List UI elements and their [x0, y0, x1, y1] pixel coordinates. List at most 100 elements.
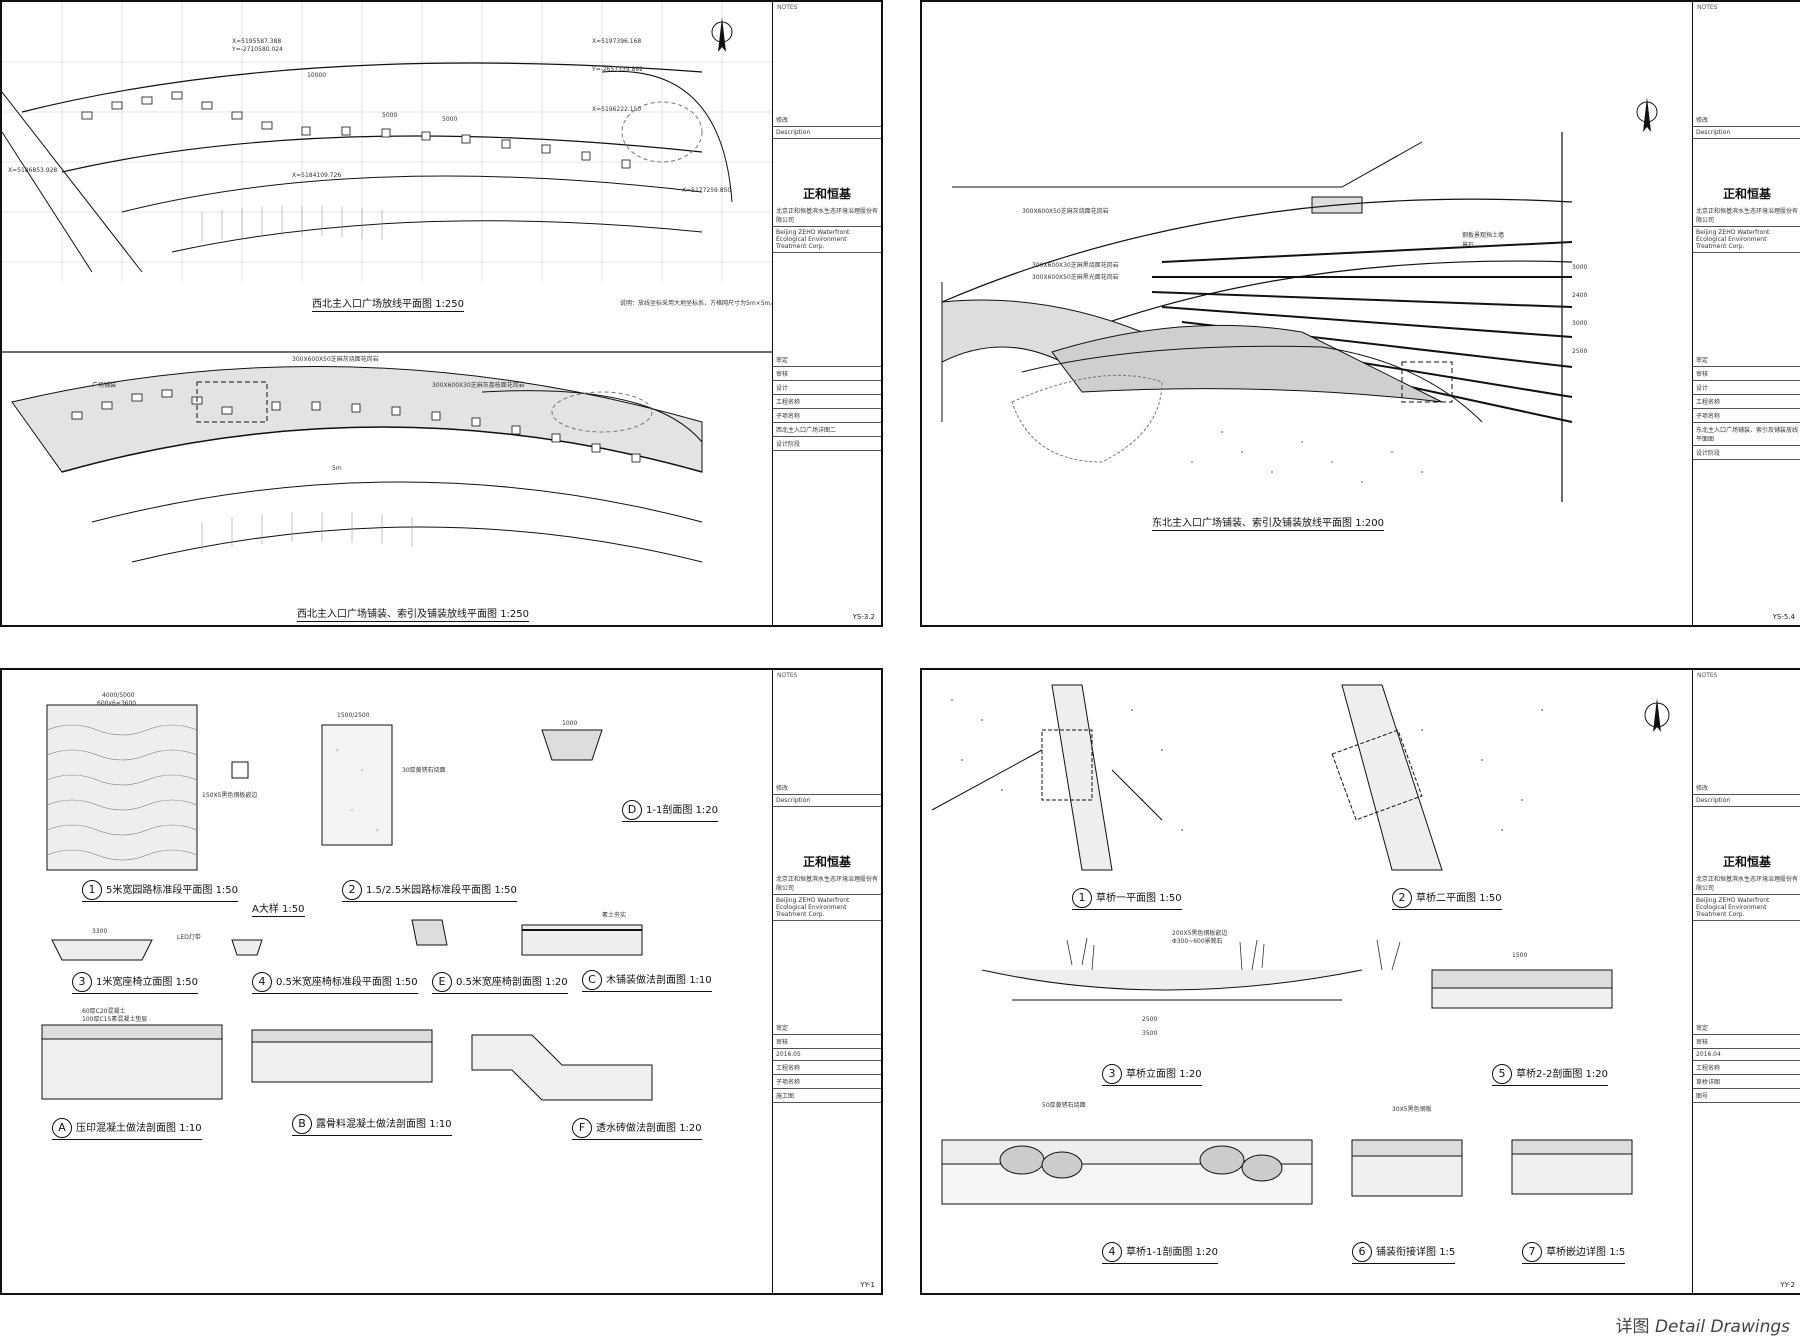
coord-label: X=5197396.168	[592, 38, 642, 45]
ne-plaza-linework	[941, 97, 1658, 502]
drawing-caption: 东北主入口广场铺装、索引及铺装放线平面图 1:200	[1152, 514, 1385, 531]
dimension-label: 600x6=3600	[97, 700, 137, 707]
title-block: NOTES 修改 Description 正和恒基 北京正和恒基滨水生态环境治理…	[772, 670, 881, 1293]
dimension-label: 5000	[442, 116, 458, 123]
drawing-date: 2016.04	[1693, 1049, 1800, 1061]
dimension-label: 1000	[562, 720, 578, 727]
material-callout: 300X600X50芝麻灰烧面花岗岩	[292, 356, 379, 363]
company-name-en: Beijing ZEHO Waterfront Ecological Envir…	[773, 227, 881, 253]
material-callout: 50厚黄锈石烧面	[1042, 1102, 1086, 1109]
drawing-date: 2016.05	[773, 1049, 881, 1061]
drawing-sheet-grass-bridge: 200X5黑色钢板嵌边 Φ300~600景观石 30X5黑色钢板 50厚黄锈石烧…	[920, 668, 1800, 1295]
drawing-sheet-ne-plaza: 300X600X50芝麻灰烧面花岗岩 300X600X30芝麻黑烧面花岗岩 30…	[920, 0, 1800, 627]
company-name: 北京正和恒基滨水生态环境治理股份有限公司	[773, 872, 881, 895]
material-callout: 300X600X30芝麻黑烧面花岗岩	[1032, 262, 1119, 269]
coord-label: X=5196222.150	[592, 106, 642, 113]
drawing-caption: A大样 1:50	[252, 900, 305, 917]
company-name-en: Beijing ZEHO Waterfront Ecological Envir…	[773, 895, 881, 921]
dimension-label: 1500/2500	[337, 712, 370, 719]
material-callout: 广场铺装	[92, 382, 117, 389]
material-callout: 60厚C20混凝土	[82, 1008, 126, 1015]
material-callout: 300X600X50芝麻灰烧面花岗岩	[1022, 208, 1109, 215]
dimension-label: 5m	[332, 465, 342, 472]
dimension-label: 3000	[1572, 320, 1588, 327]
coord-label: X=5184109.726	[292, 172, 342, 179]
sheet-number: YS-3.2	[852, 613, 875, 621]
north-arrow-icon	[1644, 698, 1670, 732]
material-callout: 30X5黑色钢板	[1392, 1106, 1432, 1113]
material-callout: 200X5黑色钢板嵌边	[1172, 930, 1228, 937]
sheet-number: YY-1	[860, 1281, 875, 1289]
sheet-number: YY-2	[1780, 1281, 1795, 1289]
material-callout: 30厚黄锈石烧面	[402, 767, 446, 774]
drawing-sheet-nw-plaza: X=5195587.388 Y=-2710580.024 X=5197396.1…	[0, 0, 883, 627]
project-label: 草桥详图	[1693, 1075, 1800, 1089]
material-callout: 300X600X30芝麻灰荔枝面花岗岩	[432, 382, 525, 389]
nw-plaza-linework	[2, 2, 772, 563]
coord-label: Y=-2657339.892	[592, 66, 643, 73]
coord-label: X=5177259.850	[682, 187, 732, 194]
drawing-caption: 西北主入口广场铺装、索引及铺装放线平面图 1:250	[297, 605, 530, 622]
dimension-label: 3000	[1572, 264, 1588, 271]
company-logo: 正和恒基	[1722, 855, 1771, 869]
material-callout: LED灯带	[177, 934, 201, 941]
material-callout: Φ300~600景观石	[1172, 938, 1223, 945]
dimension-label: 4000/5000	[102, 692, 135, 699]
company-logo: 正和恒基	[802, 855, 851, 869]
north-arrow-icon	[1636, 97, 1658, 132]
dimension-label: 2500	[1572, 348, 1588, 355]
dimension-label: 2500	[1142, 1016, 1158, 1023]
material-callout: 景石	[1462, 242, 1475, 249]
company-logo: 正和恒基	[1722, 187, 1771, 201]
title-block: NOTES 修改 Description 正和恒基 北京正和恒基滨水生态环境治理…	[1692, 670, 1800, 1293]
dimension-label: 2400	[1572, 292, 1588, 299]
title-block: NOTES 修改 Description 正和恒基 北京正和恒基滨水生态环境治理…	[1692, 2, 1800, 625]
grass-bridge-linework	[931, 684, 1670, 1205]
coord-label: X=5186853.928	[8, 167, 58, 174]
company-name: 北京正和恒基滨水生态环境治理股份有限公司	[773, 204, 881, 227]
material-callout: 150X5黑色钢板嵌边	[202, 792, 258, 799]
dimension-label: 3300	[92, 928, 108, 935]
coord-label: X=5195587.388	[232, 38, 282, 45]
material-callout: 钢板景观挡土墙	[1462, 232, 1505, 239]
north-arrow-icon	[711, 17, 733, 52]
material-callout: 100厚C15素混凝土垫层	[82, 1016, 148, 1023]
project-label: 西北主入口广场详图二	[773, 423, 881, 437]
dimension-label: 3500	[1142, 1030, 1158, 1037]
company-logo: 正和恒基	[802, 187, 851, 201]
material-callout: 素土夯实	[602, 912, 627, 919]
dimension-label: 10000	[307, 72, 327, 79]
company-name: 北京正和恒基滨水生态环境治理股份有限公司	[1693, 204, 1800, 227]
material-callout: 300X600X50芝麻黑光面花岗岩	[1032, 274, 1119, 281]
page-footer-label: 详图 Detail Drawings	[1615, 1317, 1790, 1337]
project-label: 东北主入口广场铺装、索引及铺装放线平面图	[1693, 423, 1800, 446]
path-details-linework	[41, 704, 653, 1101]
company-name-en: Beijing ZEHO Waterfront Ecological Envir…	[1693, 227, 1800, 253]
title-block: NOTES 修改 Description 正和恒基 北京正和恒基滨水生态环境治理…	[772, 2, 881, 625]
drawing-caption: 西北主入口广场放线平面图 1:250	[312, 295, 465, 312]
dimension-label: 5000	[382, 112, 398, 119]
company-name: 北京正和恒基滨水生态环境治理股份有限公司	[1693, 872, 1800, 895]
coord-label: Y=-2710580.024	[232, 46, 283, 53]
drawing-sheet-path-details: 4000/5000 600x6=3600 1500/2500 1000 3300…	[0, 668, 883, 1295]
sheet-number: YS-5.4	[1772, 613, 1795, 621]
company-name-en: Beijing ZEHO Waterfront Ecological Envir…	[1693, 895, 1800, 921]
plan-annotation: 说明：放线坐标采用大地坐标系，方格网尺寸为5m×5m。	[620, 300, 777, 307]
dimension-label: 1500	[1512, 952, 1528, 959]
